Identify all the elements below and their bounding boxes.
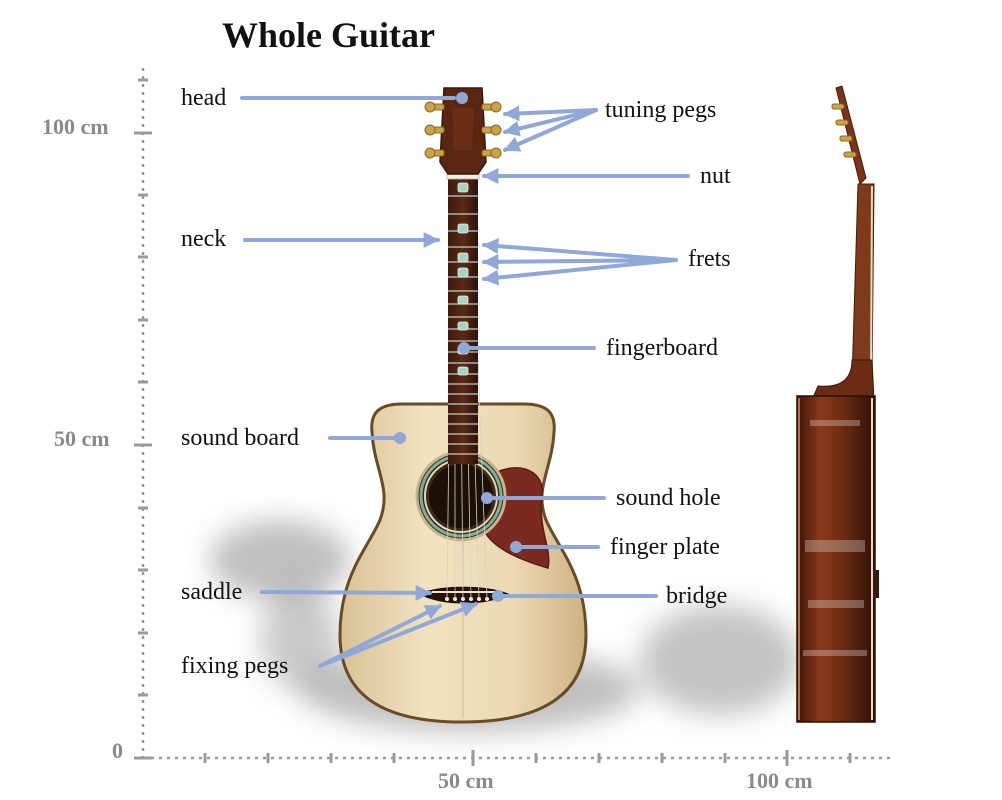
- label-fixing-pegs: fixing pegs: [181, 653, 289, 679]
- side-body: [796, 395, 876, 723]
- label-saddle: saddle: [181, 579, 243, 605]
- arrow-saddle: [260, 584, 432, 601]
- y-axis-label-0: 0: [112, 738, 123, 763]
- tuning-pegs-shapes: [424, 101, 502, 159]
- arrow-tuning-pegs-3: [503, 108, 598, 152]
- arrow-frets-1: [482, 238, 678, 262]
- label-finger-plate: finger plate: [610, 534, 720, 560]
- x-axis-ticks: [203, 750, 852, 766]
- guitar-front: [338, 87, 588, 724]
- arrow-tuning-pegs-2: [503, 108, 598, 137]
- guitar-side: [796, 85, 879, 723]
- y-axis-label-50cm: 50 cm: [54, 426, 110, 451]
- sound-hole-shape: [429, 464, 493, 528]
- label-neck: neck: [181, 226, 227, 252]
- label-frets: frets: [688, 246, 731, 272]
- diagram-title: Whole Guitar: [222, 15, 435, 55]
- arrow-frets-2: [482, 253, 678, 270]
- x-axis-label-50cm: 50 cm: [438, 768, 494, 793]
- label-head: head: [181, 85, 227, 111]
- label-arrows: [240, 92, 690, 668]
- label-bridge: bridge: [666, 583, 728, 609]
- label-sound-board: sound board: [181, 425, 299, 451]
- label-nut: nut: [700, 163, 731, 189]
- y-axis-label-100cm: 100 cm: [42, 114, 109, 139]
- x-axis-label-100cm: 100 cm: [746, 768, 813, 793]
- label-fingerboard: fingerboard: [606, 335, 718, 361]
- label-sound-hole: sound hole: [616, 485, 721, 511]
- label-tuning-pegs: tuning pegs: [605, 97, 717, 123]
- arrow-tuning-pegs-1: [503, 105, 598, 122]
- y-axis-ticks: [134, 78, 152, 760]
- axes: [134, 68, 890, 766]
- fingerboard-shape: [448, 178, 478, 464]
- arrow-frets-3: [482, 258, 678, 286]
- arrow-fixing-pegs-2: [318, 601, 478, 668]
